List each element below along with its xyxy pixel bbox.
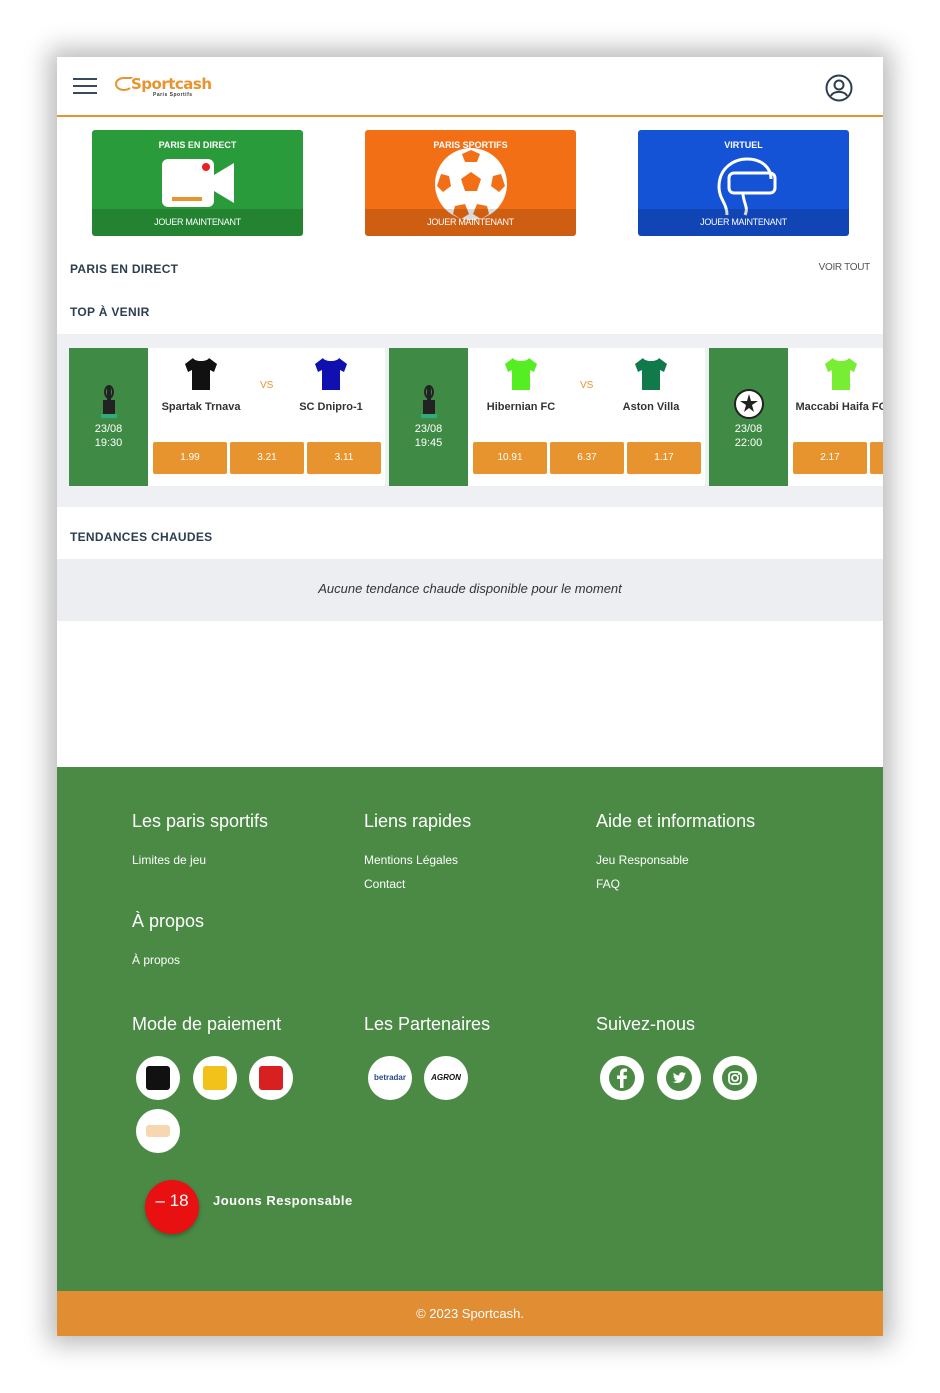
sportcash-logo[interactable]: Sportcash Paris Sportifs xyxy=(115,71,215,103)
odd-button-away[interactable]: 1.17 xyxy=(627,442,701,474)
home-team-name: Spartak Trnava xyxy=(161,401,241,413)
menu-icon[interactable] xyxy=(73,78,97,96)
away-team-name: SC Dnipro-1 xyxy=(299,401,363,413)
match-info-panel: 23/08 19:45 xyxy=(389,348,468,486)
payment-method-1[interactable] xyxy=(136,1056,180,1100)
champions-league-icon xyxy=(734,389,764,419)
payment-method-3[interactable] xyxy=(249,1056,293,1100)
away-team-name: Aston Villa xyxy=(622,401,680,413)
tile-title: PARIS EN DIRECT xyxy=(158,140,237,150)
vs-label: VS xyxy=(580,380,594,391)
footer-link-responsible-gaming[interactable]: Jeu Responsable xyxy=(596,853,689,867)
twitter-icon[interactable] xyxy=(657,1056,701,1100)
vr-headset-icon xyxy=(716,157,776,216)
footer-col-quick-links-title: Liens rapides xyxy=(364,811,472,831)
match-card[interactable]: 23/08 19:30 Spartak Trnava VS SC Dnipro-… xyxy=(69,348,385,486)
tile-live-betting[interactable]: PARIS EN DIRECT JOUER MAINTENANT xyxy=(92,130,303,236)
see-all-link[interactable]: VOIR TOUT xyxy=(818,262,871,273)
footer-link-about[interactable]: À propos xyxy=(132,953,181,967)
partner-betradar[interactable]: betradar xyxy=(368,1056,412,1100)
match-time: 19:30 xyxy=(94,437,123,449)
match-card[interactable]: 23/08 22:00 Maccabi Haifa FC 2.17 xyxy=(709,348,883,486)
europa-league-trophy-icon xyxy=(101,385,117,418)
footer-follow-title: Suivez-nous xyxy=(596,1014,696,1034)
home-team-name: Maccabi Haifa FC xyxy=(795,401,883,413)
payment-logo-icon xyxy=(259,1066,283,1090)
logo-swoosh-icon xyxy=(115,77,133,91)
payment-logo-icon xyxy=(146,1066,170,1090)
payment-logo-icon xyxy=(146,1125,170,1137)
match-card[interactable]: 23/08 19:45 Hibernian FC VS Aston Villa … xyxy=(389,348,705,486)
video-camera-icon xyxy=(161,159,234,207)
instagram-icon[interactable] xyxy=(713,1056,757,1100)
match-info-panel: 23/08 22:00 xyxy=(709,348,788,486)
logo-text: Sportcash xyxy=(131,75,212,93)
match-date: 23/08 xyxy=(94,423,123,435)
home-team: Spartak Trnava xyxy=(141,356,261,414)
payment-method-4[interactable] xyxy=(136,1109,180,1153)
jersey-icon xyxy=(825,358,857,390)
jersey-icon xyxy=(505,358,537,390)
odd-button-draw[interactable] xyxy=(870,442,883,474)
jersey-icon xyxy=(185,358,217,390)
tile-virtual[interactable]: VIRTUEL JOUER MAINTENANT xyxy=(638,130,849,236)
upcoming-matches-carousel[interactable]: 23/08 19:30 Spartak Trnava VS SC Dnipro-… xyxy=(57,334,883,507)
vs-label: VS xyxy=(260,380,274,391)
tile-title: PARIS SPORTIFS xyxy=(433,140,508,150)
jersey-icon xyxy=(315,358,347,390)
odd-button-away[interactable]: 3.11 xyxy=(307,442,381,474)
odd-button-draw[interactable]: 6.37 xyxy=(550,442,624,474)
facebook-icon[interactable] xyxy=(600,1056,644,1100)
copyright-bar: © 2023 Sportcash. xyxy=(57,1291,883,1336)
footer-about-title: À propos xyxy=(132,911,205,931)
top-upcoming-title: TOP À VENIR xyxy=(70,305,150,319)
match-info-panel: 23/08 19:30 xyxy=(69,348,148,486)
match-datetime: 23/08 19:45 xyxy=(389,422,468,450)
match-time: 22:00 xyxy=(734,437,763,449)
tile-action: JOUER MAINTENANT xyxy=(638,209,849,236)
odd-button-home[interactable]: 10.91 xyxy=(473,442,547,474)
footer-col-sports-title: Les paris sportifs xyxy=(132,811,269,831)
footer-link-limits[interactable]: Limites de jeu xyxy=(132,853,207,867)
match-datetime: 23/08 19:30 xyxy=(69,422,148,450)
top-header: Sportcash Paris Sportifs xyxy=(57,57,883,117)
soccer-ball-icon xyxy=(434,148,507,220)
footer-col-help-title: Aide et informations xyxy=(596,811,756,831)
away-team: Aston Villa xyxy=(591,356,711,414)
odd-button-draw[interactable]: 3.21 xyxy=(230,442,304,474)
app-frame: Sportcash Paris Sportifs PARIS EN DIRECT… xyxy=(57,57,883,1336)
match-time: 19:45 xyxy=(414,437,443,449)
tile-action: JOUER MAINTENANT xyxy=(92,209,303,236)
category-tiles: PARIS EN DIRECT JOUER MAINTENANT PARIS S… xyxy=(57,130,883,236)
home-team: Hibernian FC xyxy=(461,356,581,414)
partner-agron[interactable]: AGRON xyxy=(424,1056,468,1100)
trends-empty-message: Aucune tendance chaude disponible pour l… xyxy=(57,559,883,621)
home-team: Maccabi Haifa FC xyxy=(781,356,883,414)
odd-button-home[interactable]: 1.99 xyxy=(153,442,227,474)
user-account-icon[interactable] xyxy=(825,74,853,102)
footer-link-legal[interactable]: Mentions Légales xyxy=(364,853,459,867)
footer-partners-title: Les Partenaires xyxy=(364,1014,491,1034)
jersey-icon xyxy=(635,358,667,390)
footer-link-contact[interactable]: Contact xyxy=(364,877,406,891)
tile-sports-betting[interactable]: PARIS SPORTIFS JOUER MAINTENANT xyxy=(365,130,576,236)
away-team: SC Dnipro-1 xyxy=(271,356,391,414)
footer-link-faq[interactable]: FAQ xyxy=(596,877,621,891)
age-restriction-badge: – 18 xyxy=(145,1180,199,1234)
logo-subtitle: Paris Sportifs xyxy=(153,92,193,98)
match-date: 23/08 xyxy=(414,423,443,435)
tile-action: JOUER MAINTENANT xyxy=(365,209,576,236)
europa-league-trophy-icon xyxy=(421,385,437,418)
home-team-name: Hibernian FC xyxy=(486,401,556,413)
match-date: 23/08 xyxy=(734,423,763,435)
tile-title: VIRTUEL xyxy=(724,140,763,150)
payment-logo-icon xyxy=(203,1066,227,1090)
payment-method-2[interactable] xyxy=(193,1056,237,1100)
match-datetime: 23/08 22:00 xyxy=(709,422,788,450)
hot-trends-title: TENDANCES CHAUDES xyxy=(70,530,213,544)
footer-payment-title: Mode de paiement xyxy=(132,1014,282,1034)
odd-button-home[interactable]: 2.17 xyxy=(793,442,867,474)
responsible-gaming-text: Jouons Responsable xyxy=(213,1193,353,1208)
live-section-title: PARIS EN DIRECT xyxy=(70,262,179,276)
